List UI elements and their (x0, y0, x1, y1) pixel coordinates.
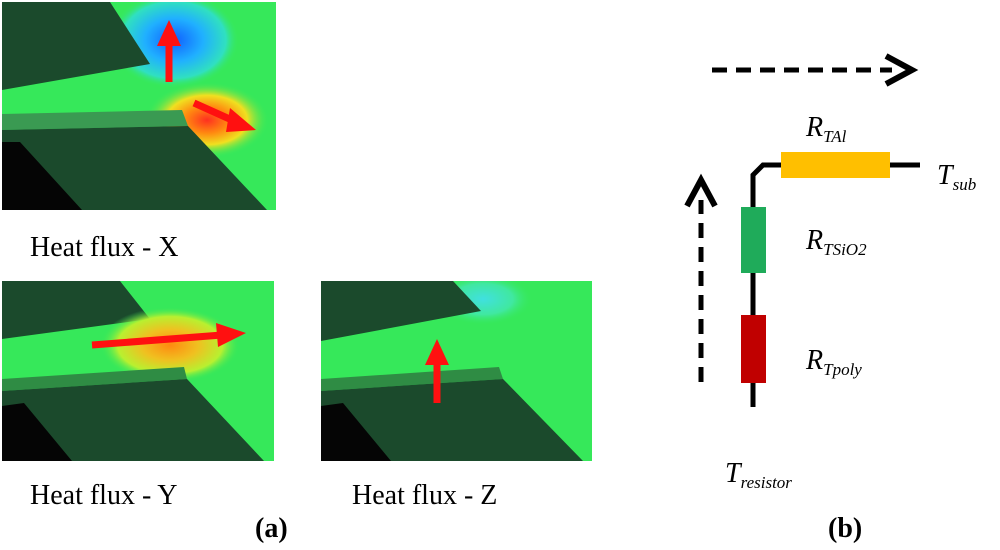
label-r-tsio2: RTSiO2 (806, 225, 867, 259)
lower-plate (2, 126, 267, 210)
label-t-sub: Tsub (937, 160, 977, 194)
heat-flux-z-plot (321, 281, 592, 461)
beam (2, 110, 188, 130)
shadow-cavity (321, 403, 391, 461)
beam (2, 367, 187, 391)
label-r-tpoly: RTpoly (806, 345, 862, 379)
heat-flux-y-plot (2, 281, 274, 461)
caption-heat-flux-y: Heat flux - Y (30, 480, 178, 511)
shadow-cavity (2, 142, 82, 210)
lower-plate (321, 379, 583, 461)
circuit-wire (750, 162, 920, 407)
label-r-tal: RTAl (806, 112, 847, 146)
lower-plate (2, 379, 264, 461)
label-t-resistor: Tresistor (725, 458, 792, 492)
flux-arrow-right (192, 99, 256, 132)
heat-flow-arrow-horizontal (712, 53, 919, 87)
thermal-circuit-diagram (684, 53, 920, 407)
panel-label-a: (a) (255, 513, 288, 544)
shadow-cavity (2, 403, 72, 461)
upper-plate (2, 281, 150, 339)
resistor-tsio2 (741, 207, 766, 273)
panel-label-b: (b) (828, 513, 863, 544)
flux-arrow-right (91, 323, 246, 349)
flux-arrow-up (425, 339, 449, 403)
upper-plate (321, 281, 481, 341)
caption-heat-flux-z: Heat flux - Z (352, 480, 498, 511)
upper-plate (2, 2, 150, 90)
resistor-tpoly (741, 315, 766, 383)
heat-flux-x-plot (2, 2, 276, 210)
flux-arrow-up (157, 20, 181, 82)
caption-heat-flux-x: Heat flux - X (30, 232, 179, 263)
heat-flow-arrow-vertical (684, 173, 718, 382)
beam (321, 367, 503, 391)
resistor-tal (781, 152, 890, 178)
